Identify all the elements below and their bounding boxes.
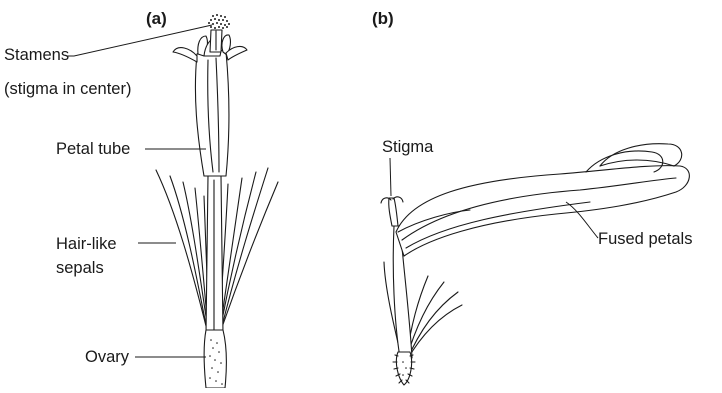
b-ovary-drawing	[393, 352, 415, 385]
ovary-label: Ovary	[85, 348, 130, 366]
stigma-label: Stigma	[382, 138, 434, 156]
petal-tube-drawing	[195, 50, 229, 176]
stigma-leader-line	[390, 158, 391, 196]
panel-a: (a)	[4, 9, 278, 388]
ovary-drawing	[204, 330, 226, 388]
b-stigma-drawing	[381, 197, 403, 226]
stamens-label: Stamens	[4, 46, 69, 64]
panel-a-letter: (a)	[146, 9, 167, 28]
hair-like-sepals-label-line2: sepals	[56, 259, 104, 277]
panel-b-letter: (b)	[372, 9, 394, 28]
petal-tube-label: Petal tube	[56, 140, 130, 158]
hair-like-sepals-label: Hair-like	[56, 235, 117, 253]
stamens-label-line2: (stigma in center)	[4, 80, 131, 98]
panel-b: (b)	[372, 9, 692, 385]
fused-petals-label: Fused petals	[598, 230, 692, 248]
